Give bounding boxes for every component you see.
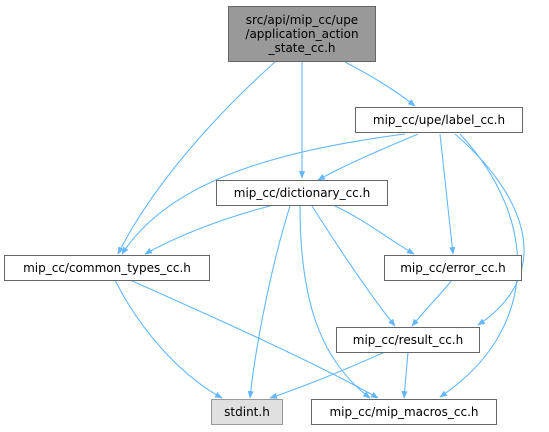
node-label-cc[interactable]: mip_cc/upe/label_cc.h	[355, 107, 523, 133]
edge-common-macros	[129, 279, 379, 399]
edge-dictionary-macros	[299, 205, 371, 399]
node-result-cc[interactable]: mip_cc/result_cc.h	[336, 327, 480, 353]
edge-result-stdint	[269, 351, 386, 399]
edge-label-error	[439, 133, 456, 255]
edge-common-stdint	[114, 279, 223, 399]
node-dictionary-cc[interactable]: mip_cc/dictionary_cc.h	[216, 180, 388, 206]
node-mip-macros-cc[interactable]: mip_cc/mip_macros_cc.h	[311, 399, 497, 425]
edge-label-dictionary	[317, 133, 419, 181]
node-common-types-cc[interactable]: mip_cc/common_types_cc.h	[4, 255, 210, 281]
edge-root-label	[344, 61, 416, 107]
edge-dictionary-result	[311, 205, 396, 327]
edge-dictionary-error	[334, 205, 415, 255]
node-root-file: src/api/mip_cc/upe /application_action _…	[228, 6, 376, 62]
edge-error-result	[411, 279, 453, 327]
node-stdint: stdint.h	[211, 399, 283, 425]
edge-root-common	[117, 61, 276, 255]
edge-dictionary-stdint	[247, 205, 291, 399]
edge-label-common	[121, 133, 406, 255]
edge-result-macros	[401, 351, 409, 399]
edge-dictionary-common	[144, 205, 271, 255]
node-error-cc[interactable]: mip_cc/error_cc.h	[384, 255, 522, 281]
